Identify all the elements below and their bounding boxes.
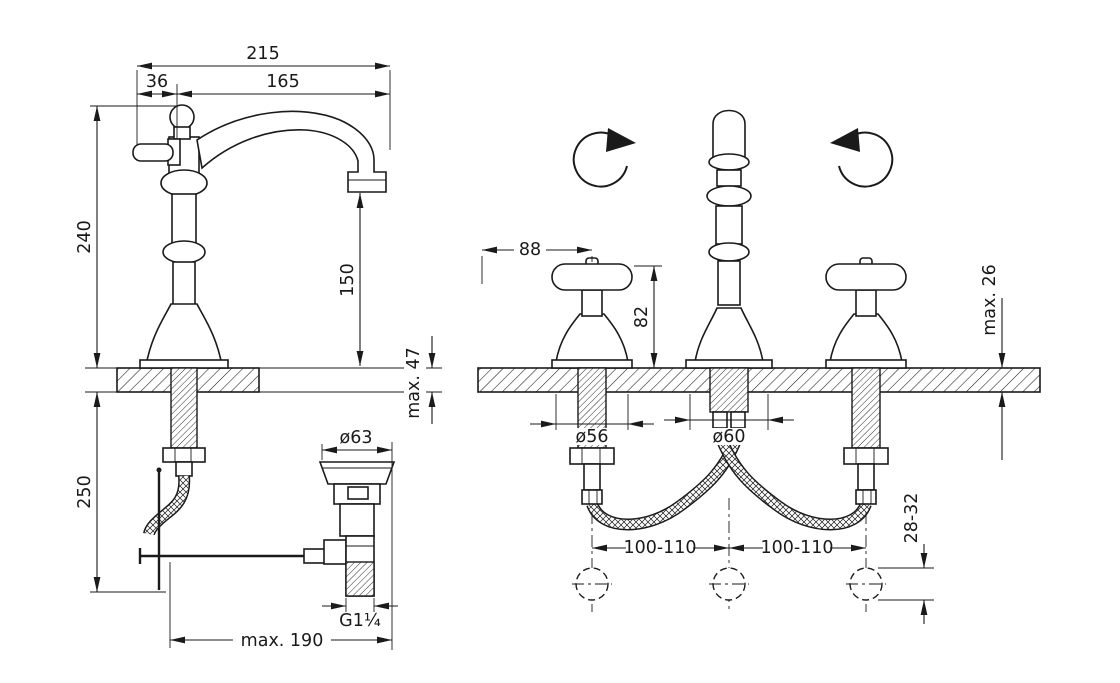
spout-bell [694, 307, 764, 363]
waste-plug [347, 486, 369, 500]
right-valve-nut [843, 447, 889, 465]
dim-handle-height: 82 [632, 265, 662, 368]
dim-deck-thickness-front-label: max. 26 [980, 264, 1000, 336]
dim-rod-reach-label: max. 190 [241, 631, 324, 651]
dim-deck-thickness-side: max. 47 [404, 336, 436, 424]
mounting-holes [572, 567, 886, 601]
spout-escutcheon [685, 359, 773, 369]
below-deck-side [138, 367, 347, 590]
dim-waste-thread: G1¼ [322, 598, 398, 631]
side-view: 215 36 165 240 250 150 max. 47 [75, 44, 442, 651]
dim-total-width: 215 [136, 44, 391, 150]
dim-waste-flange-diameter: ø63 [321, 428, 393, 650]
handle-left-bell [555, 313, 629, 363]
dim-center-escutcheon-diameter-label: ø60 [713, 427, 746, 447]
dim-spout-outlet-height-label: 150 [338, 263, 358, 296]
center-shank [709, 367, 749, 413]
dim-hole-spacing-left: 100-110 [592, 538, 729, 558]
dim-hole-spacing-right-label: 100-110 [760, 538, 833, 558]
dim-waste-thread-label: G1¼ [339, 611, 381, 631]
flex-hose-right [713, 429, 872, 531]
threaded-shank [170, 367, 198, 449]
dim-deck-thickness-front: max. 26 [980, 264, 1006, 460]
handle-right-lever [825, 263, 907, 291]
dim-depth-below-deck: 250 [75, 392, 166, 593]
spout-path [196, 110, 387, 193]
handle-lever-side [132, 143, 174, 162]
dim-handle-length: 88 [481, 240, 593, 284]
dim-deck-thickness-side-label: max. 47 [404, 347, 424, 419]
base-bell [145, 303, 223, 367]
waste-flange [318, 461, 396, 485]
deck-side [85, 367, 442, 393]
valves-below-deck [569, 367, 889, 531]
dim-depth-below-deck-label: 250 [75, 475, 95, 508]
deck-front [477, 367, 1041, 393]
waste-assembly [318, 461, 396, 597]
deck-hatch-front [477, 367, 1041, 393]
handle-right [825, 257, 907, 369]
base-plate [139, 359, 229, 369]
dim-mounting-hole-diameter-label: 28-32 [902, 493, 922, 544]
flex-hose-side [143, 475, 191, 536]
flex-hose-left [586, 429, 745, 531]
handle-left-escutcheon [551, 359, 633, 369]
dim-handle-offset-and-reach: 36 165 [137, 72, 390, 138]
spout-front [685, 109, 773, 369]
faucet-side [132, 104, 387, 369]
dim-spout-reach-label: 165 [266, 72, 299, 92]
right-hose-hex [855, 489, 877, 505]
front-view: 88 82 max. 26 ø56 ø60 [477, 109, 1041, 624]
dim-handle-offset-label: 36 [146, 72, 168, 92]
left-hose-hex [581, 489, 603, 505]
dim-hole-spacing-right: 100-110 [729, 538, 866, 558]
right-valve-shank [851, 367, 881, 449]
dim-rod-reach: max. 190 [169, 562, 392, 651]
dim-height-above-deck-label: 240 [75, 220, 95, 253]
rod-clevis [303, 548, 327, 564]
dim-waste-flange-diameter-label: ø63 [340, 428, 373, 448]
dim-hole-spacing-left-label: 100-110 [623, 538, 696, 558]
dim-side-escutcheon-diameter: ø56 [530, 394, 654, 447]
handle-right-escutcheon [825, 359, 907, 369]
dim-mounting-hole-diameter: 28-32 [878, 493, 934, 624]
dim-handle-length-label: 88 [519, 240, 541, 260]
dim-handle-height-label: 82 [632, 306, 652, 328]
dim-spout-outlet-height: 150 [338, 193, 364, 366]
rotate-cw-icon [572, 128, 636, 188]
handle-left-lever [551, 263, 633, 291]
finial-knob [169, 104, 195, 130]
rotate-ccw-icon [830, 128, 894, 188]
handle-left [551, 257, 633, 369]
handle-right-bell [829, 313, 903, 363]
dim-center-escutcheon-diameter: ø60 [664, 394, 794, 447]
ball-joint-boss [323, 539, 347, 565]
dim-height-above-deck: 240 [75, 105, 176, 368]
dim-side-escutcheon-diameter-label: ø56 [576, 427, 609, 447]
dim-total-width-label: 215 [246, 44, 279, 64]
mounting-nut [162, 447, 206, 463]
left-valve-nut [569, 447, 615, 465]
